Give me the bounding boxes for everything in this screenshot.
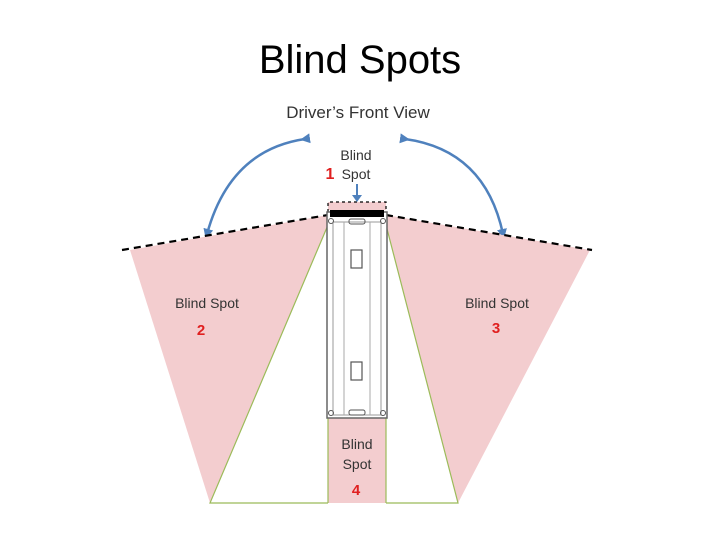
bus-top-view [326, 210, 388, 419]
right-view-arrow [399, 133, 507, 239]
blind-spot-1-arrowhead [352, 195, 362, 202]
visible-area-right-outline [385, 224, 459, 504]
blind-spot-1-number: 1 [326, 166, 335, 183]
blind-spot-2-label: Blind Spot [175, 295, 239, 311]
blind-spot-zone-3 [386, 215, 590, 503]
blind-spot-1-label-line2: Spot [342, 166, 371, 182]
blind-spot-3-label: Blind Spot [465, 295, 529, 311]
blind-spot-4-number: 4 [352, 482, 361, 499]
blind-spot-3-number: 3 [492, 320, 500, 337]
sight-line-left [121, 213, 329, 252]
blind-spot-4-label-line2: Spot [343, 456, 372, 472]
left-view-arrow [203, 133, 311, 239]
front-view-label: Driver’s Front View [286, 103, 430, 122]
visible-area-left-outline [209, 224, 329, 504]
blind-spot-1-label-line1: Blind [340, 147, 371, 163]
blind-spot-4-label-line1: Blind [341, 436, 372, 452]
slide-title: Blind Spots [258, 38, 462, 82]
blind-spot-zone-1 [328, 202, 386, 210]
blind-spot-zone-2 [130, 215, 328, 503]
blind-spot-zone-4 [328, 418, 386, 503]
sight-line-right [385, 213, 593, 252]
blind-spot-2-number: 2 [197, 322, 205, 339]
